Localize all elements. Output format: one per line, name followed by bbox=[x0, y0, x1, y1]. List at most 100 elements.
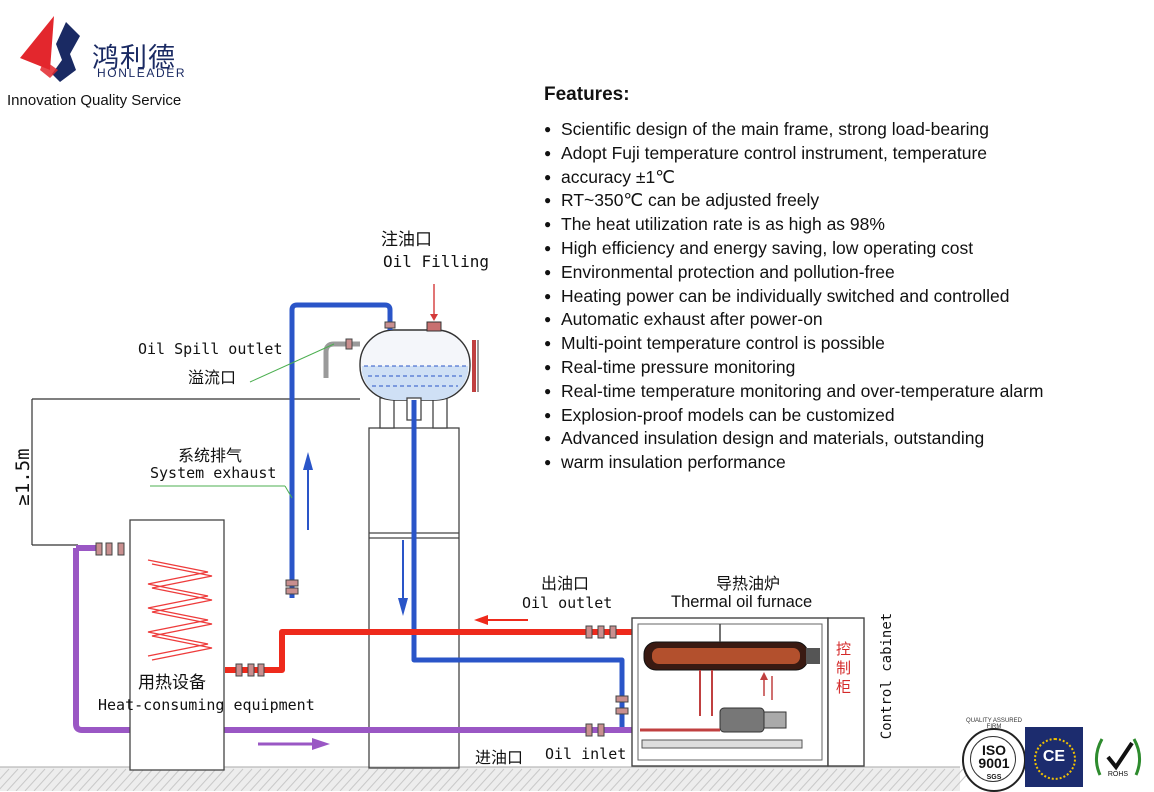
hatch-line bbox=[582, 768, 604, 791]
iso-ring-text: QUALITY ASSURED FIRM bbox=[966, 718, 1022, 730]
hatch-line bbox=[816, 768, 838, 791]
hatch-line bbox=[15, 768, 37, 791]
ce-text: CE bbox=[1042, 748, 1066, 765]
brand-name-en: HONLEADER bbox=[97, 66, 187, 80]
hatch-line bbox=[555, 768, 577, 791]
hatch-line bbox=[843, 768, 865, 791]
heat-equipment-label-cn: 用热设备 bbox=[138, 673, 206, 693]
hatch-line bbox=[105, 768, 127, 791]
hatch-line bbox=[924, 768, 946, 791]
hatch-line bbox=[168, 768, 190, 791]
feature-item: Advanced insulation design and materials… bbox=[544, 427, 1144, 451]
hatch-line bbox=[249, 768, 271, 791]
hatch-line bbox=[654, 768, 676, 791]
hatch-line bbox=[60, 768, 82, 791]
hatch-line bbox=[429, 768, 451, 791]
hatch-line bbox=[870, 768, 892, 791]
hatch-line bbox=[213, 768, 235, 791]
brand-name-cn: 鸿利德 bbox=[92, 43, 176, 74]
hatch-line bbox=[852, 768, 874, 791]
system-exhaust-label-cn: 系统排气 bbox=[178, 446, 243, 465]
hatch-line bbox=[717, 768, 739, 791]
hatch-line bbox=[159, 768, 181, 791]
oil-inlet-label-cn: 进油口 bbox=[475, 748, 524, 767]
hatch-line bbox=[510, 768, 532, 791]
heat-equipment-label: Heat-consuming equipment bbox=[98, 696, 315, 714]
hatch-line bbox=[177, 768, 199, 791]
height-dimension bbox=[31, 398, 360, 546]
oil-spill-outlet-label-cn: 溢流口 bbox=[188, 368, 237, 387]
hatch-line bbox=[888, 768, 910, 791]
hatch-line bbox=[114, 768, 136, 791]
oil-inlet-label: Oil inlet bbox=[545, 745, 627, 763]
hatch-line bbox=[780, 768, 802, 791]
oil-spill-outlet-label: Oil Spill outlet bbox=[138, 340, 283, 358]
hatch-line bbox=[438, 768, 460, 791]
hatch-line bbox=[42, 768, 64, 791]
hatch-line bbox=[906, 768, 928, 791]
feature-item: Environmental protection and pollution-f… bbox=[544, 261, 1144, 285]
hatch-line bbox=[231, 768, 253, 791]
hatch-line bbox=[546, 768, 568, 791]
hatch-line bbox=[708, 768, 730, 791]
hatch-line bbox=[681, 768, 703, 791]
hatch-line bbox=[942, 768, 964, 791]
hatch-line bbox=[393, 768, 415, 791]
hatch-line bbox=[618, 768, 640, 791]
hatch-line bbox=[348, 768, 370, 791]
hatch-line bbox=[573, 768, 595, 791]
hatch-line bbox=[798, 768, 820, 791]
features-title: Features: bbox=[544, 84, 630, 105]
hatch-line bbox=[195, 768, 217, 791]
hatch-line bbox=[0, 768, 19, 790]
feature-item: Multi-point temperature control is possi… bbox=[544, 332, 1144, 356]
hatch-line bbox=[672, 768, 694, 791]
hatch-line bbox=[807, 768, 829, 791]
hatch-line bbox=[0, 768, 10, 780]
thermal-oil-furnace bbox=[631, 617, 865, 767]
rohs-badge: ROHS bbox=[1088, 727, 1148, 787]
hatch-line bbox=[483, 768, 505, 791]
logo-mark-icon bbox=[20, 16, 80, 82]
feature-item: Explosion-proof models can be customized bbox=[544, 404, 1144, 428]
hatch-line bbox=[96, 768, 118, 791]
hatch-line bbox=[375, 768, 397, 791]
hatch-line bbox=[528, 768, 550, 791]
leader-lines bbox=[150, 343, 335, 499]
hatch-line bbox=[834, 768, 856, 791]
hatch-line bbox=[150, 768, 172, 791]
hatch-line bbox=[825, 768, 847, 791]
hatch-line bbox=[690, 768, 712, 791]
hatch-line bbox=[366, 768, 388, 791]
iso-9001-badge: ISO 9001 SGS QUALITY ASSURED FIRM bbox=[962, 718, 1026, 792]
hatch-line bbox=[645, 768, 667, 791]
hatch-line bbox=[267, 768, 289, 791]
ground-hatch bbox=[0, 766, 973, 791]
hatch-line bbox=[222, 768, 244, 791]
feature-item: The heat utilization rate is as high as … bbox=[544, 213, 1144, 237]
feature-item: Automatic exhaust after power-on bbox=[544, 308, 1144, 332]
system-exhaust-label: System exhaust bbox=[150, 464, 277, 482]
hatch-line bbox=[762, 768, 784, 791]
feature-item: Scientific design of the main frame, str… bbox=[544, 118, 1144, 142]
hatch-line bbox=[339, 768, 361, 791]
hatch-line bbox=[285, 768, 307, 791]
iso-text: ISO bbox=[981, 742, 1007, 758]
hatch-line bbox=[240, 768, 262, 791]
hatch-line bbox=[600, 768, 622, 791]
hatch-line bbox=[699, 768, 721, 791]
furnace-label: Thermal oil furnace bbox=[671, 593, 813, 611]
hatch-line bbox=[879, 768, 901, 791]
hatch-line bbox=[771, 768, 793, 791]
hatch-line bbox=[744, 768, 766, 791]
iso-sgs: SGS bbox=[986, 774, 1002, 781]
feature-item: Real-time temperature monitoring and ove… bbox=[544, 380, 1144, 404]
hatch-line bbox=[933, 768, 955, 791]
hatch-line bbox=[87, 768, 109, 791]
hatch-line bbox=[258, 768, 280, 791]
overflow-pipe bbox=[323, 341, 360, 378]
hatch-line bbox=[519, 768, 541, 791]
oil-filling-label-cn: 注油口 bbox=[381, 230, 432, 250]
hatch-line bbox=[294, 768, 316, 791]
furnace-label-cn: 导热油炉 bbox=[716, 574, 781, 593]
